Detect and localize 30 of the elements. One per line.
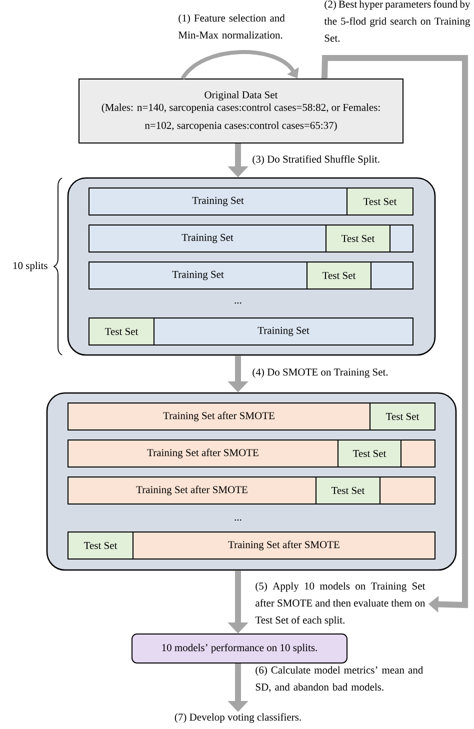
edge-label: (4) Do SMOTE on Training Set.: [252, 368, 388, 378]
training-set-cell: Training Set: [88, 224, 326, 252]
test-set-cell: Test Set: [346, 188, 414, 216]
edge-label: (2) Best hyper parameters found by the 5-flod grid search on Training Set.: [324, 0, 470, 42]
test-set-cell: Test Set: [338, 440, 402, 468]
training-set-cell: Training Set: [88, 188, 348, 216]
training-set-cell: Training Set after SMOTE: [132, 532, 436, 560]
training-set-cell: Training Set after SMOTE: [68, 402, 370, 430]
test-set-cell: Test Set: [370, 402, 436, 430]
training-set-cell: Training Set after SMOTE: [68, 476, 316, 504]
edge-label: (6) Calculate model metrics’ mean and SD, and abandon bad models.: [256, 666, 423, 692]
step-text: (5) Apply 10 models on Training Set after SMOTE and then evaluate them on Test Set of each split.: [255, 582, 426, 626]
training-set-cell: Training Set: [154, 318, 414, 346]
arrow: [322, 55, 468, 613]
brace-label: 10 splits: [13, 262, 48, 272]
test-set-cell: Test Set: [306, 262, 372, 290]
training-set-cell: Training Set: [88, 262, 308, 290]
data-set-box: Original Data Set (Males: n=140, sarcopenia cases:control cases=58:82, or Females: n=102, sarcopenia cases:control cases=65:37): [78, 78, 404, 144]
training-set-cell: Training Set after SMOTE: [68, 440, 338, 468]
test-set-cell: Test Set: [326, 224, 390, 252]
test-set-cell: Test Set: [68, 532, 134, 560]
result-box: 10 models’ performance on 10 splits.: [132, 634, 348, 664]
ellipsis: ...: [234, 519, 242, 521]
step-text: (7) Develop voting classifiers.: [174, 713, 301, 723]
ellipsis: ...: [234, 302, 242, 304]
test-set-cell: Test Set: [88, 318, 154, 346]
edge-label: (1) Feature selection and Min-Max normalization.: [178, 14, 285, 39]
edge-label: (3) Do Stratified Shuffle Split.: [252, 155, 380, 165]
arrow: [180, 50, 299, 80]
test-set-cell: Test Set: [316, 476, 380, 504]
